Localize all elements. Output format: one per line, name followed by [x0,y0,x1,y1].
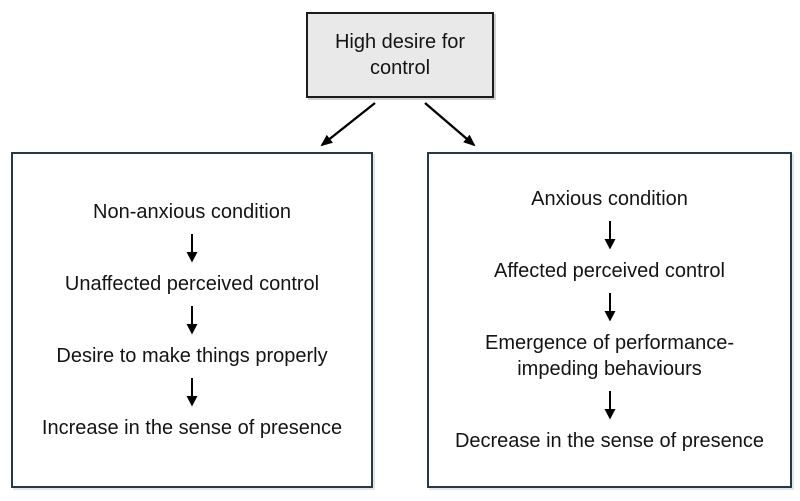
branch-arrow-left-icon [320,102,376,147]
step-unaffected-perceived-control: Unaffected perceived control [64,273,320,295]
high-desire-box: High desire for control [306,12,494,98]
step-affected-perceived-control: Affected perceived control [494,260,725,282]
step-increase-sense-of-presence: Increase in the sense of presence [41,417,343,439]
down-arrow-icon [186,378,198,407]
down-arrow-icon [186,234,198,263]
down-arrow-icon [604,293,615,322]
high-desire-label: High desire for control [334,31,466,79]
step-anxious-condition: Anxious condition [531,188,688,210]
anxious-box: Anxious condition Affected perceived con… [427,152,792,488]
down-arrow-icon [604,391,615,420]
step-performance-impeding-behaviours: Emergence of performance-impeding behavi… [484,332,734,380]
step-non-anxious-condition: Non-anxious condition [93,201,291,223]
down-arrow-icon [604,221,615,250]
down-arrow-icon [186,306,198,335]
step-decrease-sense-of-presence: Decrease in the sense of presence [454,430,765,452]
step-desire-make-things-properly: Desire to make things properly [56,345,328,367]
branch-arrow-right-icon [424,102,476,147]
non-anxious-box: Non-anxious condition Unaffected perceiv… [11,152,373,488]
